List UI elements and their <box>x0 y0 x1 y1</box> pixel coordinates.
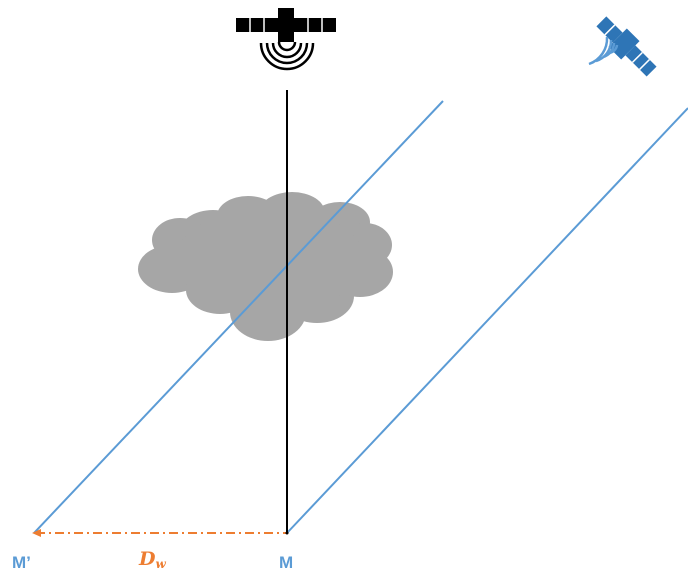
oblique-ray-through-cloud <box>34 101 443 533</box>
distance-label-main: D <box>139 548 155 570</box>
satellite-icon <box>589 12 661 81</box>
distance-label: Dw <box>139 549 166 574</box>
distance-label-subscript: w <box>155 557 165 571</box>
point-m-marker <box>286 532 289 535</box>
point-label-m-prime: M’ <box>12 553 31 573</box>
satellite-icon <box>236 8 336 69</box>
oblique-ray-to-point <box>287 108 688 533</box>
cloud-icon <box>138 192 393 341</box>
point-label-m: M <box>279 553 293 573</box>
